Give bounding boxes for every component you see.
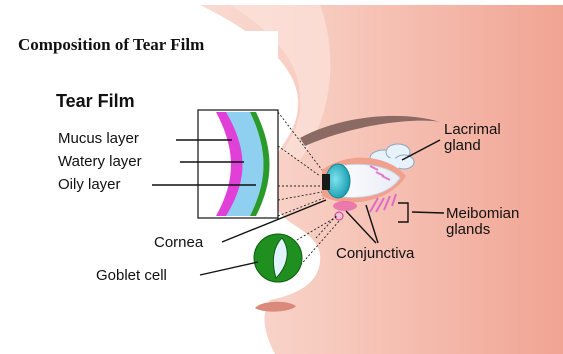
label-cornea: Cornea [154, 235, 203, 251]
label-mucus-layer: Mucus layer [58, 131, 139, 147]
goblet-cell-inset [254, 234, 302, 282]
label-lacrimal-gland: Lacrimal gland [444, 122, 534, 154]
conjunctiva-patch [333, 201, 357, 211]
label-goblet-cell: Goblet cell [96, 268, 167, 284]
label-meibomian-glands: Meibomian glands [446, 206, 546, 238]
tear-film-heading: Tear Film [56, 91, 135, 112]
diagram-title: Composition of Tear Film [18, 35, 204, 55]
label-watery-layer: Watery layer [58, 154, 142, 170]
label-oily-layer: Oily layer [58, 177, 121, 193]
label-conjunctiva: Conjunctiva [336, 246, 414, 262]
meibomian-leader [412, 212, 444, 213]
tear-film-front [322, 174, 330, 190]
goblet-cell-source [335, 212, 343, 220]
tear-film-inset [198, 110, 278, 218]
